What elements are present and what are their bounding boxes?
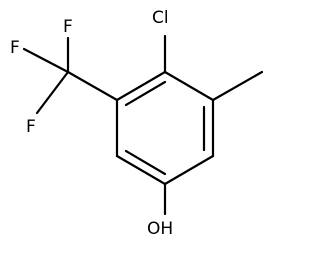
bond-c6-c1 bbox=[115, 70, 167, 102]
bond-cf3-f1 bbox=[22, 47, 70, 74]
molecule-diagram: F F F Cl OH bbox=[10, 8, 264, 239]
bond-c3-c4 bbox=[163, 154, 215, 186]
bond-c4-c5 bbox=[115, 154, 167, 186]
bond-c2-methyl bbox=[211, 70, 264, 102]
atom-label-f2: F bbox=[63, 17, 73, 37]
double-bond-c6-c1 bbox=[124, 80, 167, 107]
bond-c6-cf3 bbox=[66, 70, 119, 102]
atom-label-f3: F bbox=[26, 117, 36, 137]
atom-label-cl: Cl bbox=[152, 8, 169, 28]
double-bond-c4-c5 bbox=[124, 149, 167, 176]
bond-c1-c2 bbox=[163, 70, 215, 102]
bond-cf3-f3 bbox=[35, 70, 70, 115]
atom-label-oh: OH bbox=[147, 219, 173, 239]
atom-label-f1: F bbox=[10, 38, 20, 58]
structure-canvas: F F F Cl OH bbox=[10, 8, 264, 239]
